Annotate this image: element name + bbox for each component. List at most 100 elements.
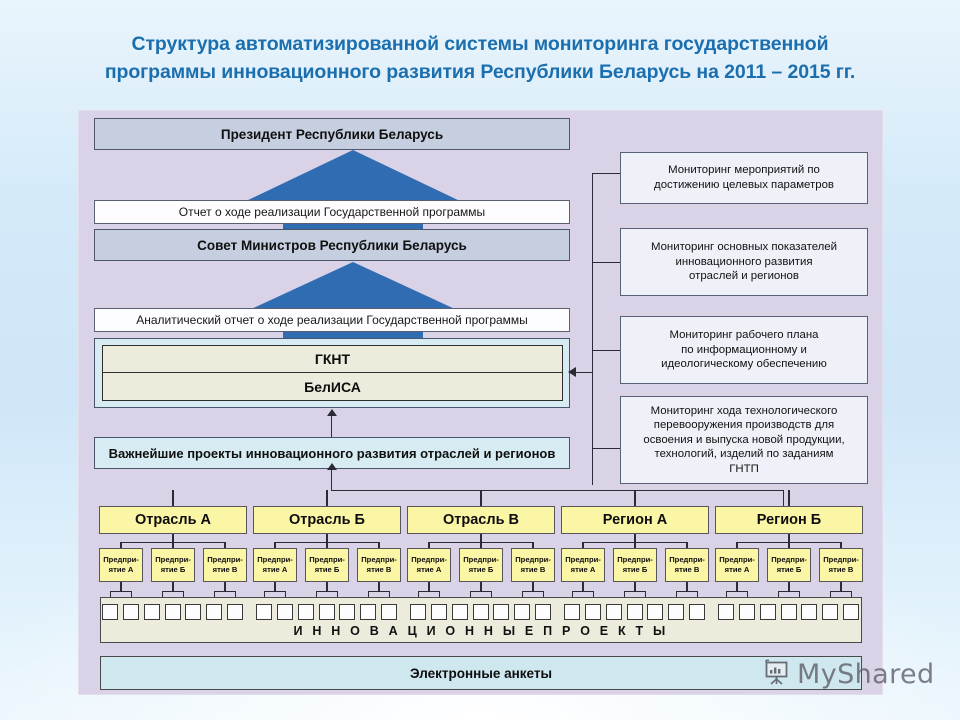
innovation-project-4-5[interactable]: [647, 604, 664, 620]
enterprise-label-5-3-line-1: Предпри-: [823, 555, 859, 565]
node-council-of-ministers[interactable]: Совет Министров Республики Беларусь: [94, 229, 570, 261]
innovation-project-5-3[interactable]: [759, 604, 776, 620]
innovation-project-5-2[interactable]: [738, 604, 755, 620]
watermark-text: MyShared: [797, 659, 935, 690]
group-title-4[interactable]: Регион А: [561, 506, 709, 534]
innovation-project-1-6[interactable]: [206, 604, 223, 620]
monitoring-box-4-line-5: ГНТП: [729, 462, 759, 475]
enterprise-fan-left-5-3: [830, 591, 832, 598]
innovation-project-5-4[interactable]: [780, 604, 797, 620]
enterprise-2-2[interactable]: Предпри-ятие Б: [305, 548, 349, 582]
enterprise-fan-right-1-1: [131, 591, 133, 598]
monitoring-box-2[interactable]: Мониторинг основных показателей инноваци…: [620, 228, 868, 296]
enterprise-2-1[interactable]: Предпри-ятие А: [253, 548, 297, 582]
enterprise-5-3[interactable]: Предпри-ятие В: [819, 548, 863, 582]
innovation-project-2-2[interactable]: [276, 604, 293, 620]
enterprise-drop-2-3: [378, 582, 380, 591]
monitoring-stub-4: [592, 448, 620, 450]
innovation-project-2-1[interactable]: [256, 604, 272, 620]
monitoring-box-1[interactable]: Мониторинг мероприятий по достижению цел…: [620, 152, 868, 204]
enterprise-label-3-1-line-2: ятие А: [416, 565, 442, 574]
innovation-project-4-6[interactable]: [668, 604, 685, 620]
monitoring-box-2-line-1: Мониторинг основных показателей: [650, 241, 838, 254]
innovation-project-3-2[interactable]: [430, 604, 447, 620]
node-president[interactable]: Президент Республики Беларусь: [94, 118, 570, 150]
watermark: MyShared: [762, 657, 935, 692]
node-belisa-label: БелИСА: [304, 378, 361, 395]
enterprise-3-2[interactable]: Предпри-ятие Б: [459, 548, 503, 582]
innovation-project-1-1[interactable]: [102, 604, 118, 620]
enterprise-1-2[interactable]: Предпри-ятие Б: [151, 548, 195, 582]
innovation-project-3-3[interactable]: [451, 604, 468, 620]
enterprise-fan-right-2-1: [285, 591, 287, 598]
enterprise-1-3[interactable]: Предпри-ятие В: [203, 548, 247, 582]
group-riser-4: [634, 490, 636, 506]
node-electronic-forms[interactable]: Электронные анкеты: [100, 656, 862, 690]
monitoring-box-3[interactable]: Мониторинг рабочего плана по информацион…: [620, 316, 868, 384]
innovation-project-3-4[interactable]: [472, 604, 489, 620]
innovation-project-3-6[interactable]: [514, 604, 531, 620]
monitoring-box-3-line-3: идеологическому обеспечению: [661, 358, 827, 371]
enterprise-1-1[interactable]: Предпри-ятие А: [99, 548, 143, 582]
innovation-project-1-7[interactable]: [227, 604, 243, 620]
monitoring-bus-to-gknt: [575, 372, 593, 374]
innovation-project-4-2[interactable]: [584, 604, 601, 620]
group-title-2[interactable]: Отрасль Б: [253, 506, 401, 534]
group-title-drop-4: [634, 534, 636, 542]
enterprise-fan-2-3: [368, 591, 390, 593]
innovation-project-2-6[interactable]: [360, 604, 377, 620]
enterprise-fan-left-5-1: [726, 591, 728, 598]
innovation-project-2-7[interactable]: [381, 604, 397, 620]
group-title-5[interactable]: Регион Б: [715, 506, 863, 534]
report-analytic[interactable]: Аналитический отчет о ходе реализации Го…: [94, 308, 570, 332]
innovation-project-2-3[interactable]: [297, 604, 314, 620]
innovation-project-5-6[interactable]: [822, 604, 839, 620]
enterprise-label-2-2-line-1: Предпри-: [309, 555, 345, 565]
enterprise-fan-1-1: [110, 591, 132, 593]
enterprise-fan-right-2-3: [389, 591, 391, 598]
enterprise-fan-left-4-3: [676, 591, 678, 598]
enterprise-3-3[interactable]: Предпри-ятие В: [511, 548, 555, 582]
enterprise-drop-4-1: [582, 582, 584, 591]
enterprise-label-3-2-line-1: Предпри-: [463, 555, 499, 565]
enterprise-2-3[interactable]: Предпри-ятие В: [357, 548, 401, 582]
group-title-3[interactable]: Отрасль В: [407, 506, 555, 534]
innovation-project-1-4[interactable]: [164, 604, 181, 620]
enterprise-3-1[interactable]: Предпри-ятие А: [407, 548, 451, 582]
enterprise-fan-4-3: [676, 591, 698, 593]
innovation-project-3-7[interactable]: [535, 604, 551, 620]
innovation-project-1-2[interactable]: [122, 604, 139, 620]
report-top-label: Отчет о ходе реализации Государственной …: [178, 205, 486, 219]
enterprise-5-1[interactable]: Предпри-ятие А: [715, 548, 759, 582]
innovation-project-4-7[interactable]: [689, 604, 705, 620]
enterprise-label-1-1-line-2: ятие А: [108, 565, 134, 574]
report-top[interactable]: Отчет о ходе реализации Государственной …: [94, 200, 570, 224]
innovation-project-2-5[interactable]: [339, 604, 356, 620]
monitoring-stub-2: [592, 262, 620, 264]
node-belisa[interactable]: БелИСА: [102, 373, 563, 401]
innovation-project-3-1[interactable]: [410, 604, 426, 620]
enterprise-4-3[interactable]: Предпри-ятие В: [665, 548, 709, 582]
enterprise-drop-5-1: [736, 582, 738, 591]
enterprise-4-1[interactable]: Предпри-ятие А: [561, 548, 605, 582]
innovation-project-4-1[interactable]: [564, 604, 580, 620]
innovation-project-5-5[interactable]: [801, 604, 818, 620]
node-gknt[interactable]: ГКНТ: [102, 345, 563, 373]
enterprise-4-2[interactable]: Предпри-ятие Б: [613, 548, 657, 582]
enterprise-fan-right-2-2: [337, 591, 339, 598]
innovation-project-4-4[interactable]: [626, 604, 643, 620]
innovation-project-3-5[interactable]: [493, 604, 510, 620]
enterprise-drop-1-1: [120, 582, 122, 591]
enterprise-5-2[interactable]: Предпри-ятие Б: [767, 548, 811, 582]
enterprise-label-1-2-line-2: ятие Б: [160, 565, 186, 574]
innovation-project-4-3[interactable]: [605, 604, 622, 620]
innovation-project-1-3[interactable]: [143, 604, 160, 620]
innovation-project-1-5[interactable]: [185, 604, 202, 620]
monitoring-box-4[interactable]: Мониторинг хода технологического перевоо…: [620, 396, 868, 484]
arrow-up-groups-to-keyprojects: [327, 463, 337, 470]
innovation-project-5-1[interactable]: [718, 604, 734, 620]
innovation-project-5-7[interactable]: [843, 604, 859, 620]
group-bus-right-drop: [783, 490, 785, 506]
group-title-1[interactable]: Отрасль А: [99, 506, 247, 534]
innovation-project-2-4[interactable]: [318, 604, 335, 620]
